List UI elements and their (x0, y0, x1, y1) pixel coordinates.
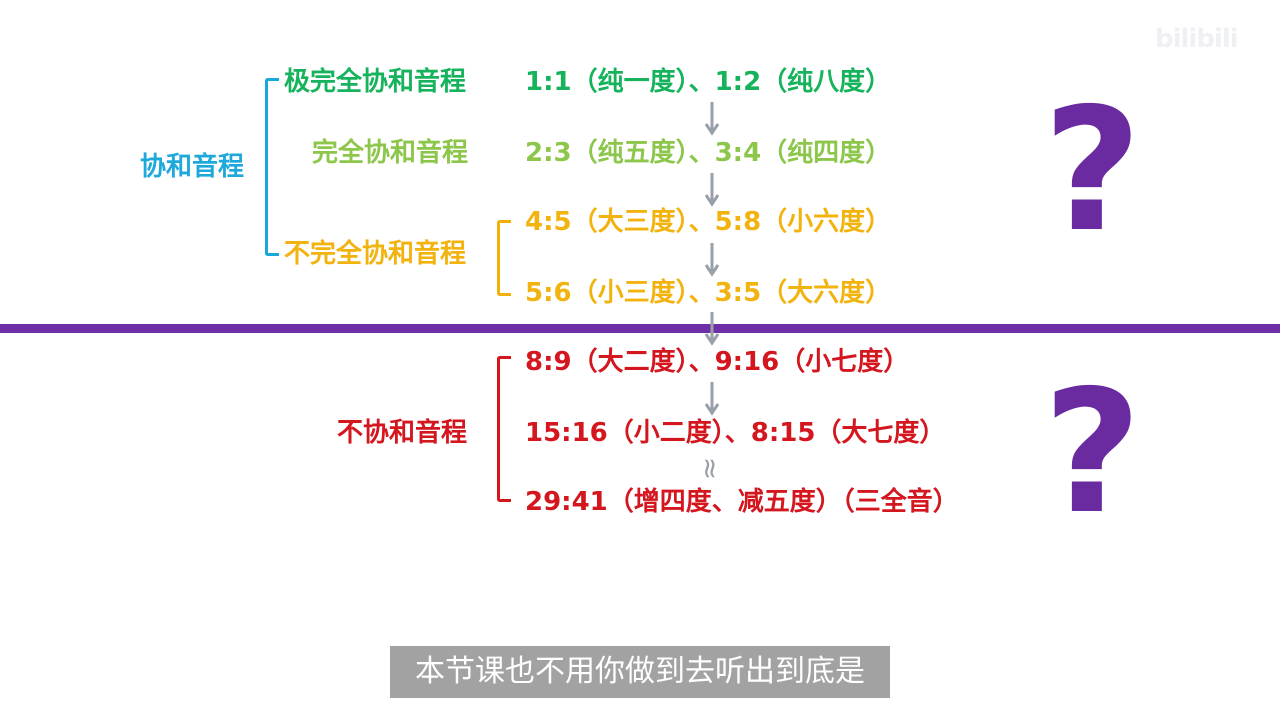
bilibili-watermark: bilibili (1155, 24, 1239, 54)
dissonant-bracket (497, 356, 511, 502)
interval-row-1: 1:1（纯一度）、1:2（纯八度） (525, 67, 892, 97)
interval-row-3: 4:5（大三度）、5:8（小六度） (525, 207, 892, 237)
subtitle-caption: 本节课也不用你做到去听出到底是 (390, 646, 890, 698)
approx-icon: ≈ (694, 456, 728, 481)
interval-row-5: 8:9（大二度）、9:16（小七度） (525, 347, 910, 377)
extreme-perfect-consonance-label: 极完全协和音程 (284, 67, 467, 97)
down-arrow-icon (705, 243, 719, 279)
imperfect-consonance-label: 不完全协和音程 (284, 239, 467, 269)
question-mark-upper-icon: ? (1043, 72, 1142, 270)
interval-row-6: 15:16（小二度）、8:15（大七度） (525, 418, 946, 448)
down-arrow-icon (705, 173, 719, 209)
imperfect-bracket (497, 220, 511, 296)
interval-row-7: 29:41（增四度、减五度）（三全音） (525, 487, 959, 517)
down-arrow-icon (705, 102, 719, 138)
consonant-bracket (265, 78, 279, 256)
interval-row-4: 5:6（小三度）、3:5（大六度） (525, 278, 892, 308)
dissonant-interval-label: 不协和音程 (337, 418, 468, 448)
section-divider (0, 324, 1280, 333)
consonant-interval-label: 协和音程 (140, 152, 245, 182)
down-arrow-icon (705, 312, 719, 348)
interval-row-2: 2:3（纯五度）、3:4（纯四度） (525, 138, 892, 168)
question-mark-lower-icon: ? (1043, 354, 1142, 552)
perfect-consonance-label: 完全协和音程 (312, 138, 469, 168)
down-arrow-icon (705, 382, 719, 418)
